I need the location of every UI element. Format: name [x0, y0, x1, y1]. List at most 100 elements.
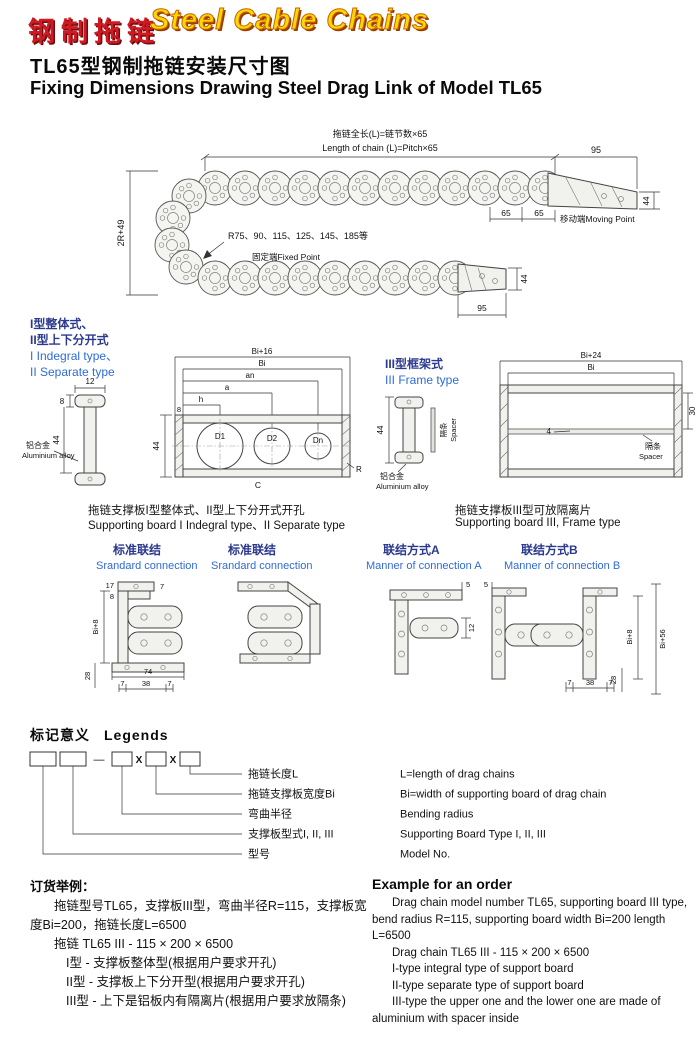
- dim-12: 12: [86, 377, 95, 386]
- order-cn-line2: 拖链 TL65 III - 115 × 200 × 6500: [54, 937, 234, 951]
- legend-cn-width: 拖链支撑板宽度Bi: [248, 787, 335, 801]
- type-1-2-en-line1: I Indegral type、: [30, 349, 119, 363]
- order-cn-line3: I型 - 支撑板整体型(根据用户要求开孔): [66, 956, 277, 970]
- dim-44-fixed: 44: [520, 274, 529, 283]
- dim-44-frame: 44: [152, 441, 161, 450]
- dim-bi16: Bi+16: [252, 347, 273, 356]
- label-standard-connection-1-en: Srandard connection: [96, 560, 198, 572]
- dim-5-a: 5: [466, 580, 470, 589]
- label-fixed-point: 固定端Fixed Point: [252, 252, 321, 262]
- logo-english: Steel Cable Chains: [149, 4, 430, 37]
- caption-board-1-2-en: Supporting board I Indegral type、II Sepa…: [88, 520, 345, 532]
- legend-en-board-type: Supporting Board Type I, II, III: [400, 829, 546, 841]
- legend-cn-radius: 弯曲半径: [248, 807, 292, 821]
- dim-44-profile: 44: [52, 435, 61, 444]
- dim-bi24: Bi+24: [581, 351, 602, 360]
- dim-bi8-b: Bi+8: [625, 629, 634, 644]
- order-en-line4: II-type separate type of support board: [392, 979, 584, 992]
- dim-total-length-en: Length of chain (L)=Pitch×65: [322, 143, 438, 153]
- dim-5-b: 5: [484, 580, 488, 589]
- caption-board-3-cn: 拖链支撑板III型可放隔离片: [455, 505, 592, 517]
- dim-h: h: [199, 395, 203, 404]
- type-3-cn: III型框架式: [385, 357, 444, 371]
- label-d1: D1: [215, 432, 226, 441]
- dim-30: 30: [688, 406, 697, 415]
- order-example-cn: 订货举例： 拖链型号TL65，支撑板III型，弯曲半径R=115，支撑板宽度Bi…: [30, 876, 368, 1011]
- dim-28-b: 28: [609, 676, 618, 684]
- model-code-boxes: — X X: [29, 751, 201, 767]
- legend-en-radius: Bending radius: [400, 809, 474, 821]
- dim-65-left: 65: [501, 208, 511, 218]
- label-connection-a-cn: 联结方式A: [383, 543, 440, 557]
- dim-bi: Bi: [258, 359, 265, 368]
- label-spacer-cn-profile: 隔条: [438, 422, 448, 437]
- label-spacer3-en: Spacer: [639, 452, 663, 461]
- chain-bottom-run: [197, 260, 473, 296]
- dim-38: 38: [142, 679, 150, 688]
- dim-7-conn: 7: [160, 582, 164, 591]
- type-1-2-label: I型整体式、 II型上下分开式 I Indegral type、 II Sepa…: [30, 316, 118, 380]
- dim-4: 4: [547, 427, 552, 436]
- label-connection-a-en: Manner of connection A: [366, 560, 482, 572]
- legend-cn-model: 型号: [248, 847, 270, 861]
- label-dn: Dn: [313, 436, 323, 445]
- profile-board-3: 44 隔条 Spacer 铝合金 Aluminium alloy: [376, 396, 458, 491]
- legend-labels-en: L=length of drag chains Bi=width of supp…: [400, 769, 606, 861]
- order-cn-line5: III型 - 上下是铝板内有隔离片(根据用户要求放隔条): [66, 994, 346, 1008]
- chain-fixed-end: [457, 263, 507, 293]
- profile-board-1-2: 12 8 44 铝合金 Aluminium alloy: [22, 377, 106, 486]
- order-en-line5: III-type the upper one and the lower one…: [372, 996, 661, 1025]
- label-moving-point: 移动端Moving Point: [560, 214, 635, 224]
- page-title-english: Fixing Dimensions Drawing Steel Drag Lin…: [30, 77, 542, 98]
- dim-7b: 7: [167, 679, 171, 688]
- label-alloy-cn: 铝合金: [26, 440, 50, 450]
- type-1-2-cn-line1: I型整体式、: [30, 317, 94, 331]
- dim-95-fixed: 95: [477, 303, 487, 313]
- legends-diagram: — X X 拖链长度L 拖链支撑板宽度Bi 弯曲半径 支撑板型式I, II, I…: [29, 751, 606, 861]
- label-connection-b-cn: 联结方式B: [521, 543, 578, 557]
- dim-a: a: [225, 383, 230, 392]
- dim-7a: 7: [120, 679, 124, 688]
- drawing-connection-a: 5 12: [389, 580, 476, 675]
- drawing-connection-b: 5 7 38 7 28: [484, 580, 667, 695]
- dim-bi56: Bi+56: [658, 629, 667, 648]
- label-standard-connection-2-en: Srandard connection: [211, 560, 313, 572]
- order-heading-en: Example for an order: [372, 876, 513, 892]
- type-3-label: III型框架式 III Frame type: [385, 356, 459, 388]
- caption-board-3-en: Supporting board III, Frame type: [455, 517, 621, 529]
- dim-95-top: 95: [591, 145, 601, 155]
- order-en-line3: I-type integral type of support board: [392, 963, 574, 975]
- dim-12-a: 12: [467, 624, 476, 632]
- order-en-line2: Drag chain TL65 III - 115 × 200 × 6500: [392, 946, 590, 959]
- legend-en-length: L=length of drag chains: [400, 769, 515, 781]
- section-board-3: Bi+24 Bi 30 4: [499, 351, 697, 478]
- label-bend-radii: R75、90、115、125、145、185等: [228, 230, 368, 241]
- order-cn-line4: II型 - 支撑板上下分开型(根据用户要求开孔): [66, 975, 305, 989]
- dim-total-length-cn: 拖链全长(L)=链节数×65: [333, 128, 428, 139]
- dim-r: R: [356, 465, 362, 474]
- dim-2r49: 2R+49: [116, 220, 126, 247]
- drawing-std-connection-1: 17 8 7 Bi+8 74 7 38 7 28: [83, 581, 185, 692]
- label-alloy3-en: Aluminium alloy: [376, 482, 429, 491]
- dim-44-profile3: 44: [376, 425, 385, 434]
- section-board-1-2: Bi+16 Bi an a h 8 8: [152, 347, 362, 490]
- type-1-2-en-line2: II Separate type: [30, 365, 115, 379]
- model-code-x2: X: [170, 755, 177, 766]
- dim-44-moving: 44: [642, 196, 651, 205]
- legend-en-width: Bi=width of supporting board of drag cha…: [400, 789, 606, 801]
- overview-dimensions: 拖链全长(L)=链节数×65 Length of chain (L)=Pitch…: [116, 128, 660, 318]
- dim-74: 74: [144, 667, 152, 676]
- sections-drawing: 12 8 44 铝合金 Aluminium alloy Bi+16 Bi: [22, 347, 697, 491]
- legends-heading-en: Legends: [104, 727, 169, 743]
- label-connection-b-en: Manner of connection B: [504, 560, 621, 572]
- dim-38-b: 38: [586, 678, 594, 687]
- legend-cn-length: 拖链长度L: [248, 767, 298, 781]
- type-1-2-cn-line2: II型上下分开式: [30, 333, 109, 347]
- dim-8-top: 8: [177, 405, 181, 414]
- label-spacer-en-profile: Spacer: [449, 418, 458, 442]
- order-cn-line1: 拖链型号TL65，支撑板III型，弯曲半径R=115，支撑板宽度Bi=200，拖…: [30, 899, 367, 932]
- order-en-line1: Drag chain model number TL65, supporting…: [372, 897, 688, 942]
- label-alloy-en: Aluminium alloy: [22, 451, 75, 460]
